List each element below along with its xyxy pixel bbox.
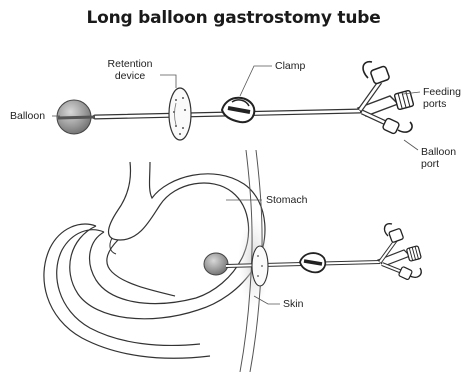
label-retention-line2: device: [100, 70, 160, 82]
clamp-shape: [222, 98, 254, 122]
label-balloon-port-line2: port: [421, 158, 456, 170]
label-balloon: Balloon: [10, 110, 45, 122]
label-balloon-port: Balloon port: [421, 146, 456, 170]
label-retention-device: Retention device: [100, 58, 160, 82]
stomach-illustration: [44, 162, 265, 358]
tube-illustration-bottom: [204, 224, 421, 286]
label-feeding-line1: Feeding: [423, 86, 461, 98]
feeding-ports-shape: [358, 62, 414, 135]
label-feeding-line2: ports: [423, 98, 461, 110]
label-balloon-port-line1: Balloon: [421, 146, 456, 158]
label-clamp: Clamp: [275, 60, 305, 72]
label-feeding-ports: Feeding ports: [423, 86, 461, 110]
balloon-in-stomach: [204, 253, 228, 275]
label-skin: Skin: [283, 298, 303, 310]
label-retention-line1: Retention: [100, 58, 160, 70]
retention-device-shape: [169, 88, 191, 140]
label-stomach: Stomach: [266, 194, 307, 206]
